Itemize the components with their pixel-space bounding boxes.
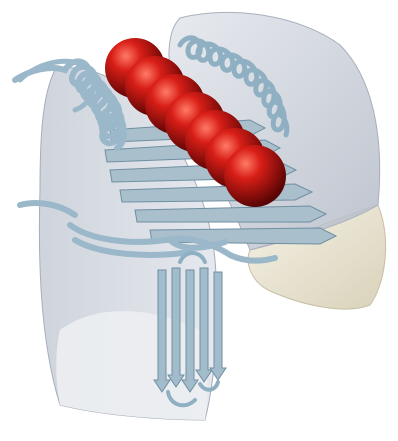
peptide-residue <box>224 145 286 207</box>
lower-beta-domain <box>154 268 226 392</box>
